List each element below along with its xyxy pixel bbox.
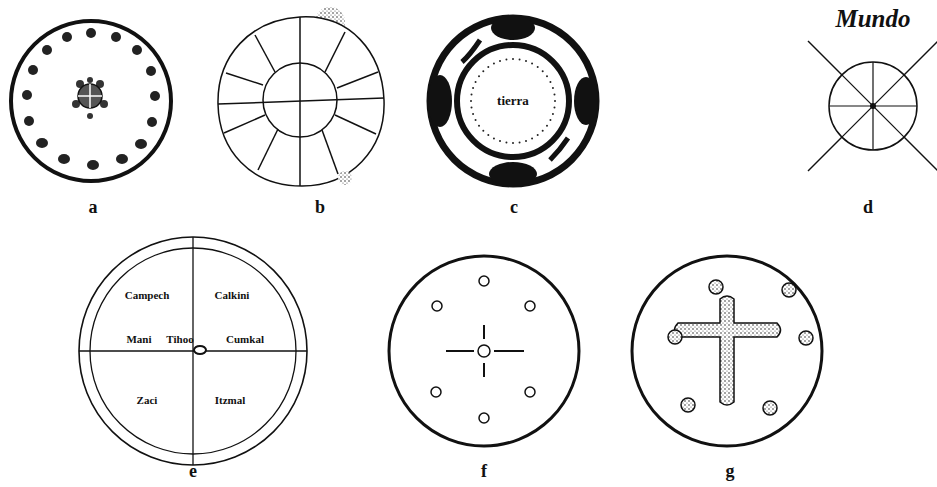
place-name: Cumkal bbox=[226, 333, 264, 345]
place-name: Campech bbox=[125, 289, 170, 301]
place-name: Tihoo bbox=[166, 333, 193, 345]
figure-d-cross-lines bbox=[808, 41, 937, 171]
figure-letter: c bbox=[510, 198, 518, 216]
figure-letter: b bbox=[315, 198, 325, 216]
province-map-circle: Campech CalkiniMani Tihoo CumkalZaci Itzmal bbox=[78, 236, 308, 466]
place-name: tierra bbox=[497, 93, 529, 109]
place-name: Mani bbox=[126, 333, 151, 345]
figure-letter: g bbox=[726, 462, 735, 480]
node-outline bbox=[78, 236, 308, 466]
figure-letter: a bbox=[89, 198, 98, 216]
figure-f bbox=[389, 256, 579, 446]
node-outline bbox=[828, 61, 918, 151]
figure-letter: d bbox=[863, 198, 873, 216]
figure-letter: f bbox=[481, 462, 487, 480]
world-circle: Mundo bbox=[828, 61, 918, 151]
place-name: Calkini bbox=[215, 289, 250, 301]
figure-b bbox=[218, 7, 384, 186]
place-name: Zaci bbox=[137, 394, 158, 406]
figure-a bbox=[11, 21, 171, 181]
figure-letter: e bbox=[189, 462, 197, 480]
earth-circle: tierra bbox=[461, 49, 565, 153]
figure-c bbox=[428, 16, 598, 186]
place-name: Itzmal bbox=[215, 394, 246, 406]
place-name: Mundo bbox=[835, 5, 910, 33]
figure-g bbox=[632, 256, 822, 446]
